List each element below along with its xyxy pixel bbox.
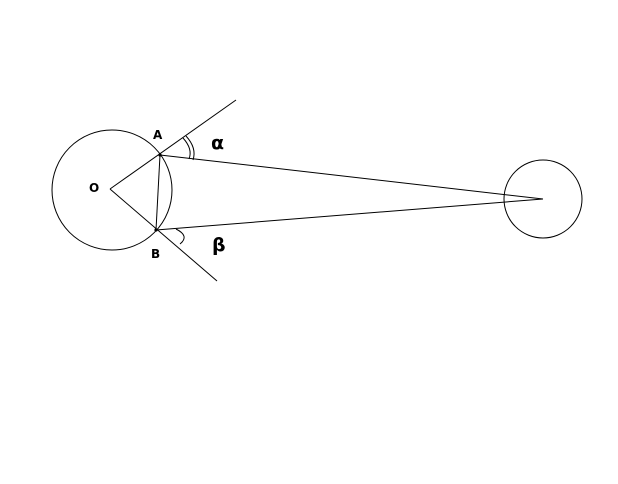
line-o-through-b <box>109 188 218 282</box>
label-point-a: A <box>153 128 163 142</box>
line-o-through-a <box>109 99 237 190</box>
line-a-to-apex <box>159 154 544 200</box>
large-circle <box>51 129 173 251</box>
angle-beta-arc <box>175 228 185 245</box>
point-a-dot <box>158 153 162 157</box>
point-b-dot <box>154 228 158 232</box>
label-angle-alpha: α <box>211 132 224 154</box>
chord-ab <box>155 154 161 231</box>
angle-alpha-arc-inner <box>182 137 191 160</box>
line-b-to-apex <box>155 198 544 231</box>
angle-alpha-arc-outer <box>185 135 195 161</box>
label-center-o: O <box>89 181 99 195</box>
small-circle <box>503 159 583 239</box>
label-point-b: B <box>151 247 160 261</box>
label-angle-beta: β <box>212 234 226 256</box>
